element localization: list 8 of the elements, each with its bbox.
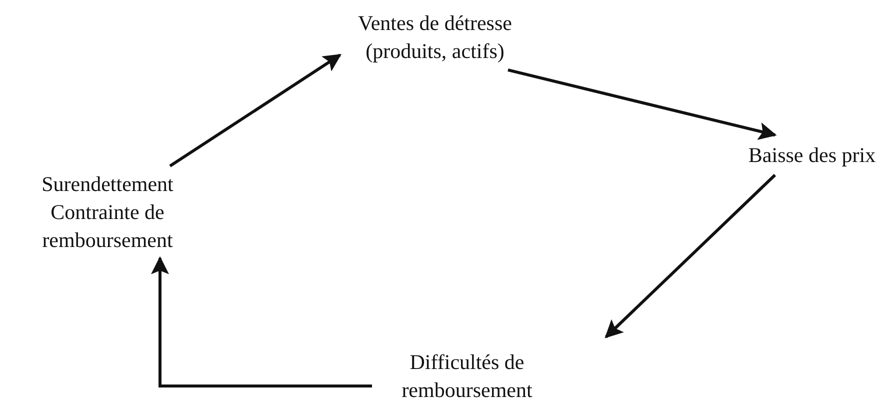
arrow: [151, 256, 372, 388]
node-label: Ventes de détresse (produits, actifs): [357, 10, 513, 65]
arrow: [508, 68, 777, 140]
arrow: [169, 54, 342, 168]
arrow: [604, 174, 776, 338]
node-label: Difficultés de remboursement: [400, 349, 534, 404]
node-label: Surendettement Contrainte de remboursement: [40, 171, 174, 254]
node-label: Baisse des prix: [748, 142, 876, 169]
